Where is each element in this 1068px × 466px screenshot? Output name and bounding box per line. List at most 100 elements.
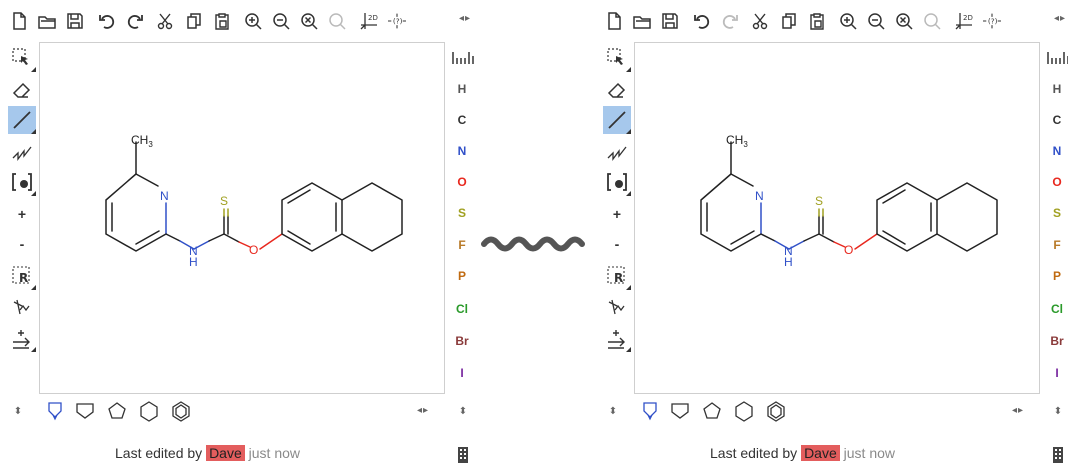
bottom-scroll-right-icon[interactable]: ⬍: [1053, 405, 1063, 417]
drawing-canvas[interactable]: CH3 N S N H O: [634, 42, 1040, 394]
atom-p-button[interactable]: P: [1052, 269, 1061, 283]
clean-2d-icon[interactable]: 2D: [952, 9, 976, 33]
atom-cl-button[interactable]: Cl: [456, 302, 468, 316]
atom-f-button[interactable]: F: [1053, 238, 1061, 252]
atom-h-button[interactable]: H: [1052, 82, 1062, 96]
toolbar-scroll-arrows[interactable]: ◂▸: [1054, 13, 1067, 24]
charge-plus-label: +: [612, 206, 622, 222]
atom-o-button[interactable]: O: [1052, 175, 1062, 189]
bottom-scroll-arrows[interactable]: ◂▸: [417, 405, 430, 416]
paste-icon[interactable]: [805, 9, 829, 33]
copy-icon[interactable]: [777, 9, 801, 33]
drawing-canvas[interactable]: CH3 N S N H O: [39, 42, 445, 394]
atom-br-button[interactable]: Br: [1050, 334, 1064, 348]
zoom-reset-icon[interactable]: [297, 9, 321, 33]
chain-icon[interactable]: [8, 138, 36, 166]
template-tool-icon[interactable]: [603, 294, 631, 322]
open-file-icon[interactable]: [35, 9, 59, 33]
atom-c-button[interactable]: C: [457, 113, 467, 127]
bottom-scroll-up-down-icon[interactable]: ⬍: [608, 405, 618, 417]
cyclopentane-flat-icon[interactable]: [700, 400, 724, 422]
new-file-icon[interactable]: [602, 9, 626, 33]
cut-icon[interactable]: [748, 9, 772, 33]
bottom-scroll-right-icon[interactable]: ⬍: [458, 405, 468, 417]
atom-h-button[interactable]: H: [457, 82, 467, 96]
atom-br-button[interactable]: Br: [455, 334, 469, 348]
select-lasso-icon[interactable]: [8, 44, 36, 72]
atom-n-button[interactable]: N: [1052, 144, 1062, 158]
building-icon[interactable]: [457, 446, 469, 464]
atom-o-button[interactable]: O: [457, 175, 467, 189]
atom-p-button[interactable]: P: [457, 269, 466, 283]
single-bond-icon[interactable]: [603, 106, 631, 134]
toolbar-scroll-arrows[interactable]: ◂▸: [459, 13, 472, 24]
benzene-icon[interactable]: [764, 400, 788, 422]
eraser-icon[interactable]: [603, 76, 631, 104]
zoom-in-icon[interactable]: [241, 9, 265, 33]
benzene-template-icon[interactable]: [638, 400, 662, 422]
rgroup-icon[interactable]: R: [603, 262, 631, 290]
charge-minus-button[interactable]: -: [603, 230, 631, 258]
rgroup-label: R: [614, 271, 623, 285]
left-ketcher-editor: 2D (?) ◂▸ + - R: [5, 4, 477, 428]
search-icon[interactable]: [325, 9, 349, 33]
chain-icon[interactable]: [603, 138, 631, 166]
periodic-table-icon[interactable]: [450, 48, 474, 66]
rgroup-icon[interactable]: R: [8, 262, 36, 290]
stereo-icon[interactable]: (?): [385, 9, 409, 33]
zoom-reset-icon[interactable]: [892, 9, 916, 33]
save-icon[interactable]: [658, 9, 682, 33]
atom-cl-button[interactable]: Cl: [1051, 302, 1063, 316]
cyclopentane-flat-icon[interactable]: [105, 400, 129, 422]
template-tool-icon[interactable]: [8, 294, 36, 322]
periodic-table-icon[interactable]: [1045, 48, 1068, 66]
charge-plus-button[interactable]: +: [8, 200, 36, 228]
clean-2d-icon[interactable]: 2D: [357, 9, 381, 33]
atom-i-button[interactable]: I: [460, 366, 464, 380]
eraser-icon[interactable]: [8, 76, 36, 104]
status-user[interactable]: Dave: [206, 445, 245, 461]
copy-icon[interactable]: [182, 9, 206, 33]
save-icon[interactable]: [63, 9, 87, 33]
bottom-scroll-up-down-icon[interactable]: ⬍: [13, 405, 23, 417]
stereo-icon[interactable]: (?): [980, 9, 1004, 33]
open-file-icon[interactable]: [630, 9, 654, 33]
benzene-icon[interactable]: [169, 400, 193, 422]
cut-icon[interactable]: [153, 9, 177, 33]
cyclohexane-icon[interactable]: [732, 400, 756, 422]
atom-c-button[interactable]: C: [1052, 113, 1062, 127]
reaction-arrow-icon[interactable]: [8, 324, 36, 352]
sync-wave-icon: [481, 236, 585, 252]
zoom-out-icon[interactable]: [864, 9, 888, 33]
search-icon[interactable]: [920, 9, 944, 33]
status-time: just now: [248, 445, 300, 461]
svg-text:2D: 2D: [963, 14, 973, 22]
single-bond-icon[interactable]: [8, 106, 36, 134]
benzene-template-icon[interactable]: [43, 400, 67, 422]
zoom-out-icon[interactable]: [269, 9, 293, 33]
charge-plus-button[interactable]: +: [603, 200, 631, 228]
building-icon[interactable]: [1052, 446, 1064, 464]
paste-icon[interactable]: [210, 9, 234, 33]
undo-icon[interactable]: [690, 9, 714, 33]
atom-s-button[interactable]: S: [1052, 206, 1061, 220]
cyclopentane-icon[interactable]: [668, 400, 692, 422]
cyclohexane-icon[interactable]: [137, 400, 161, 422]
sgroup-bracket-icon[interactable]: [603, 168, 631, 196]
atom-i-button[interactable]: I: [1055, 366, 1059, 380]
status-user[interactable]: Dave: [801, 445, 840, 461]
cyclopentane-icon[interactable]: [73, 400, 97, 422]
select-lasso-icon[interactable]: [603, 44, 631, 72]
reaction-arrow-icon[interactable]: [603, 324, 631, 352]
redo-icon[interactable]: [718, 9, 742, 33]
new-file-icon[interactable]: [7, 9, 31, 33]
atom-n-button[interactable]: N: [457, 144, 467, 158]
atom-f-button[interactable]: F: [458, 238, 466, 252]
atom-s-button[interactable]: S: [457, 206, 466, 220]
sgroup-bracket-icon[interactable]: [8, 168, 36, 196]
charge-minus-button[interactable]: -: [8, 230, 36, 258]
redo-icon[interactable]: [123, 9, 147, 33]
zoom-in-icon[interactable]: [836, 9, 860, 33]
undo-icon[interactable]: [95, 9, 119, 33]
bottom-scroll-arrows[interactable]: ◂▸: [1012, 405, 1025, 416]
